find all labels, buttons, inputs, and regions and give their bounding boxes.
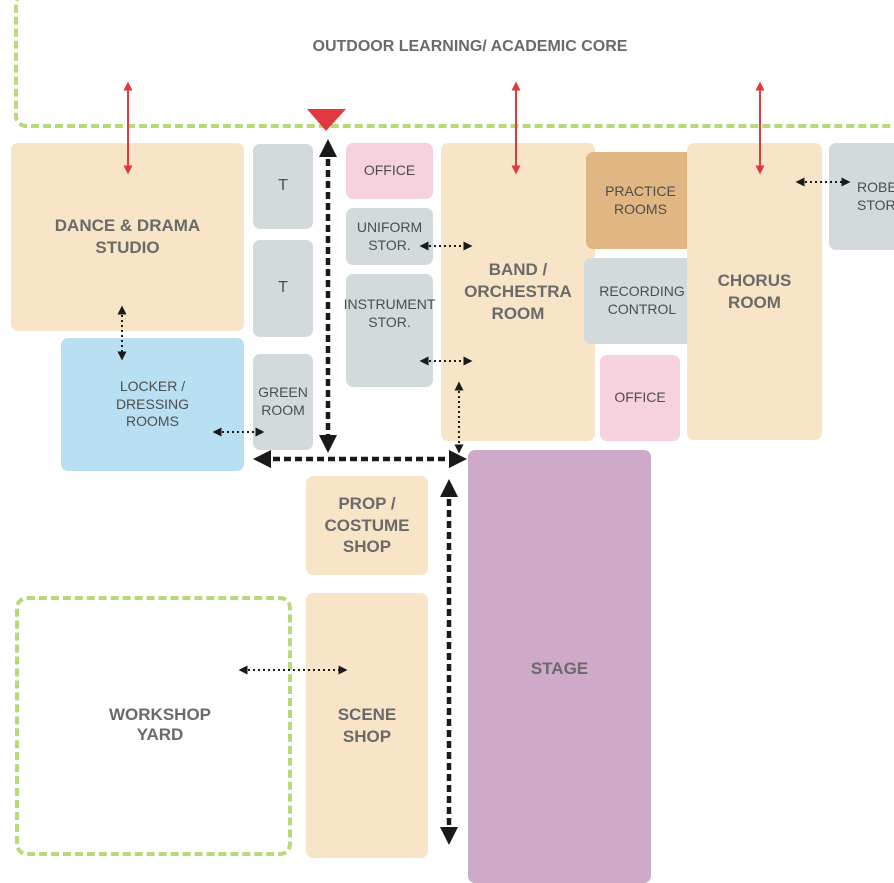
red-triangle-icon <box>307 109 346 131</box>
chorus-room: CHORUS ROOM <box>687 143 822 440</box>
band-orchestra-room: BAND / ORCHESTRA ROOM <box>441 143 595 441</box>
robe-storage: ROBE STOR. <box>829 143 894 250</box>
stage: STAGE <box>468 450 651 883</box>
instrument-storage: INSTRUMENT STOR. <box>344 274 435 387</box>
scene-shop: SCENE SHOP <box>306 593 428 858</box>
academic-core-zone <box>14 0 894 128</box>
robe-storage-label: ROBE STOR. <box>857 178 894 213</box>
workshop-yard-zone <box>15 596 292 856</box>
uniform-storage: UNIFORM STOR. <box>346 208 433 265</box>
office-room: OFFICE <box>346 143 433 199</box>
workshop-yard-label: WORKSHOP YARD <box>109 705 211 744</box>
recording-control: RECORDING CONTROL <box>584 258 700 344</box>
locker-dressing-rooms: LOCKER / DRESSING ROOMS <box>61 338 244 471</box>
toilet-room: T <box>253 240 313 337</box>
practice-rooms: PRACTICE ROOMS <box>586 152 695 249</box>
academic-core-label: OUTDOOR LEARNING/ ACADEMIC CORE <box>312 38 628 55</box>
office-room: OFFICE <box>600 355 680 441</box>
prop-costume-shop: PROP / COSTUME SHOP <box>306 476 428 575</box>
toilet-room: T <box>253 144 313 229</box>
